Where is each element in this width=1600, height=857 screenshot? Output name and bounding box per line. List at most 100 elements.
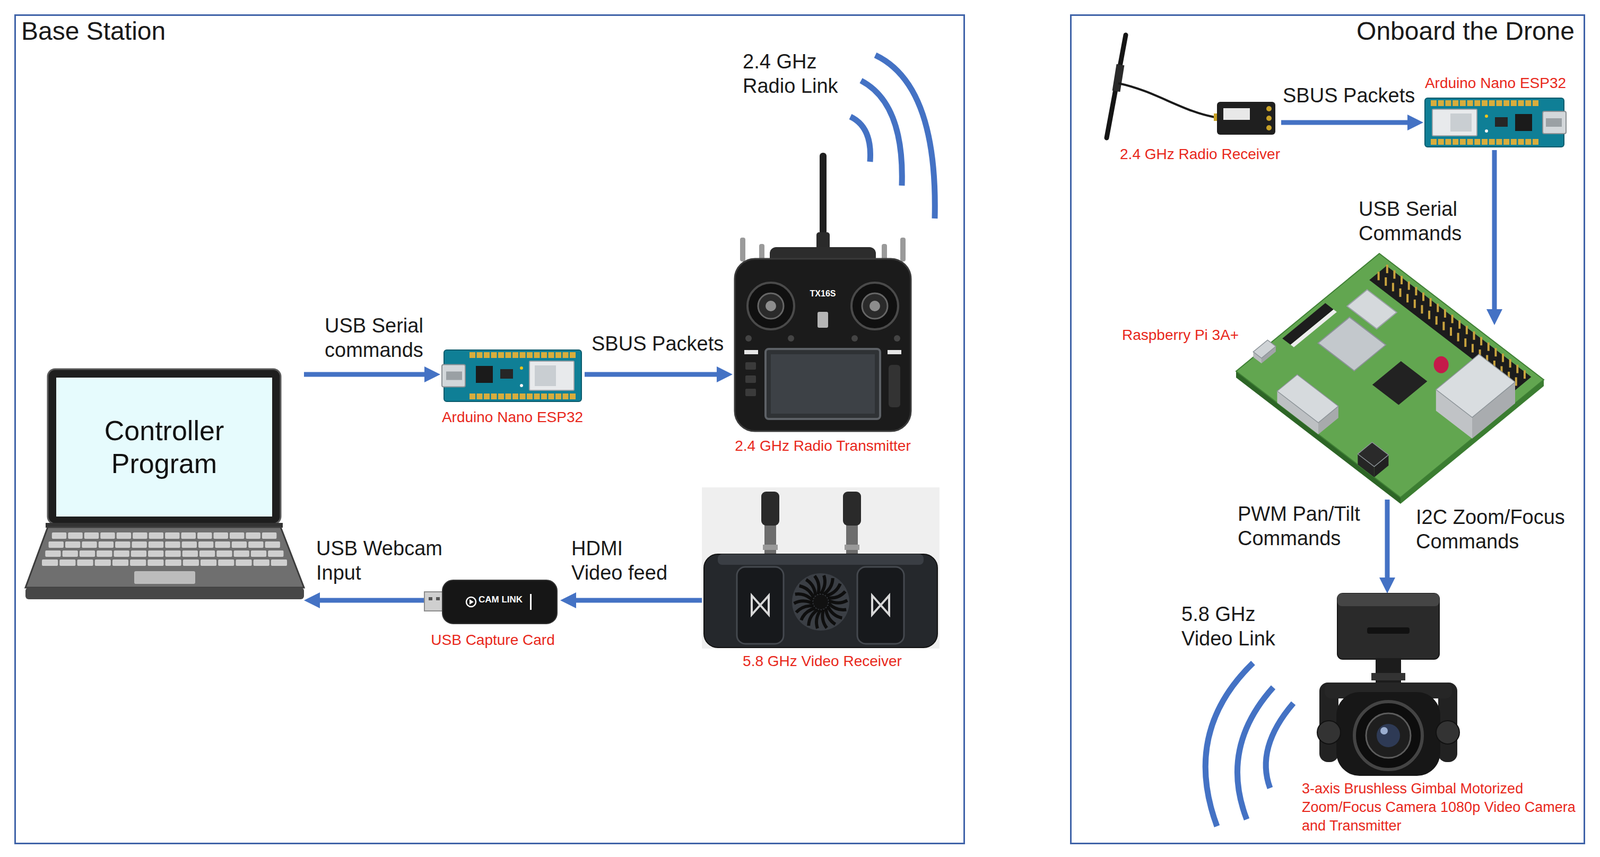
text-box: PWM Pan/Tilt Commands (1237, 502, 1379, 551)
gpio-pin (1413, 299, 1416, 309)
header-pin (1525, 100, 1532, 107)
header-pin (505, 352, 512, 359)
gpio-pin (1523, 370, 1526, 379)
antenna (819, 152, 827, 246)
gpio-pin (1429, 298, 1432, 307)
radio-wave (1265, 703, 1294, 789)
laptop-key (181, 541, 197, 549)
laptop-key (113, 550, 129, 558)
laptop-key (65, 541, 81, 549)
laptop-key (233, 550, 250, 558)
antenna-sleeve (1116, 64, 1121, 92)
edge-label: SBUS Packets (591, 332, 724, 357)
capture-body (442, 580, 558, 624)
panel-button (736, 567, 784, 645)
gpio-pin (1377, 271, 1380, 281)
edge-label: PWM Pan/Tilt Commands (1237, 502, 1379, 551)
laptop-screen (56, 377, 273, 517)
header-pin (569, 352, 576, 359)
laptop-key (98, 541, 114, 549)
gimbal-neck (1375, 658, 1402, 686)
laptop-key (148, 541, 164, 549)
trim-button (745, 335, 752, 342)
gpio-pin (1436, 303, 1439, 312)
laptop-key (200, 559, 217, 567)
gpio-pin (1386, 264, 1389, 274)
panel-button (857, 567, 904, 645)
text-box: USB Serial commands (324, 314, 437, 363)
device-caption: 2.4 GHz Radio Receiver (1119, 145, 1281, 164)
fan-blade (820, 575, 825, 595)
header-pin (548, 393, 555, 400)
device-node: Raspberry Pi 3A+ (1120, 325, 1546, 500)
arrow-connector (1486, 150, 1503, 326)
lens-glass (1376, 724, 1400, 748)
connector-line (1385, 499, 1390, 578)
led (519, 366, 524, 370)
header-pin (1503, 100, 1510, 107)
annotation-label: 5.8 GHz Video Link (1181, 602, 1285, 651)
lens-glint (1380, 727, 1388, 735)
annotation-label: 2.4 GHz Radio Link (742, 49, 847, 99)
header-pin (1489, 100, 1495, 107)
laptop-key (76, 559, 93, 567)
pcb (1236, 253, 1544, 498)
text-box: USB Capture Card (422, 631, 564, 650)
text-box: USB Webcam Input (316, 536, 447, 586)
gpio-pin (1393, 270, 1396, 280)
gpio-pin (1480, 336, 1483, 346)
connector-line (319, 598, 425, 604)
annotation-label: TX16S (810, 288, 837, 299)
device-illustration (701, 487, 940, 649)
device-node: Arduino Nano ESP32 (440, 346, 585, 428)
laptop-key (164, 550, 181, 558)
region-panel: Onboard the Drone2.4 GHz Radio ReceiverA… (1070, 14, 1586, 845)
device-node: 2.4 GHz Radio Transmitter (732, 152, 913, 457)
laptop-key (165, 559, 182, 567)
header-pin (476, 393, 483, 400)
text-box: Arduino Nano ESP32 (1415, 74, 1576, 93)
fan-blade (793, 599, 813, 607)
brand-icon-play (469, 599, 474, 605)
memory-chip (1372, 361, 1428, 406)
gpio-pin (1487, 342, 1490, 352)
chip (475, 366, 493, 384)
connector-line (1492, 150, 1498, 310)
port-top (1253, 340, 1276, 359)
header-pin (1459, 100, 1466, 107)
logo-plate (817, 311, 829, 328)
header-pin (541, 352, 547, 359)
header-pin (1518, 100, 1525, 107)
radio-wave (861, 80, 902, 186)
header-pin (512, 352, 519, 359)
laptop-key (231, 541, 247, 549)
laptop-key (182, 550, 198, 558)
gpio-pin (1444, 309, 1447, 318)
gpio-pin (1399, 288, 1402, 298)
header-pin (469, 352, 476, 359)
photo-ground (701, 487, 940, 649)
device-illustration (1092, 32, 1282, 144)
chip (500, 369, 513, 379)
gpio-pin (1414, 287, 1417, 296)
antenna-ring (762, 544, 778, 551)
annotation-label: CAM LINK (478, 594, 523, 606)
device-illustration (444, 346, 582, 405)
chip (1494, 117, 1508, 127)
header-pin (483, 352, 490, 359)
usb-connector (1542, 111, 1567, 134)
radio-waves-24 (850, 55, 935, 219)
solder-pad (1266, 115, 1272, 121)
fan-hub (813, 594, 829, 610)
header-pin (505, 393, 512, 400)
device-illustration (1316, 593, 1462, 778)
stick-top (765, 300, 777, 312)
header-pin (476, 352, 483, 359)
solder-pad (1266, 125, 1272, 131)
lens-barrel (1354, 701, 1423, 770)
laptop-base-edge (25, 587, 304, 600)
header-pin (1438, 138, 1445, 145)
header-pin (1532, 100, 1539, 107)
arrow-connector (1281, 114, 1424, 131)
